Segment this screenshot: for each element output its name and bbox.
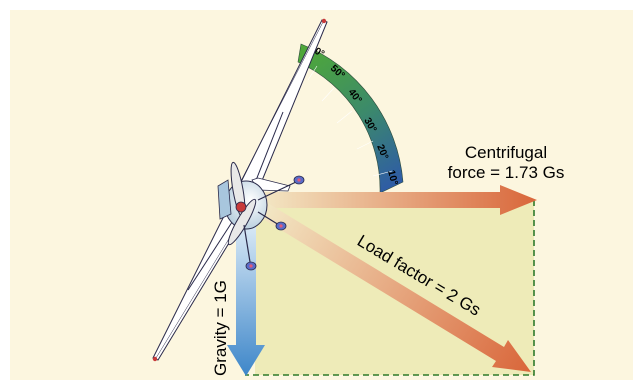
dashed-resultant-box xyxy=(245,200,535,376)
spinner xyxy=(235,201,247,213)
centrifugal-label-line1: Centrifugal xyxy=(465,143,547,162)
load-factor-arrow xyxy=(258,202,531,372)
scale-label-20: 20° xyxy=(374,143,390,161)
left-wingtip-light xyxy=(152,356,158,362)
right-wingtip-light xyxy=(321,18,327,24)
gravity-arrow xyxy=(227,222,265,376)
scale-label-10: 10° xyxy=(385,169,399,186)
airplane xyxy=(152,18,328,362)
centrifugal-label-line2: force = 1.73 Gs xyxy=(448,163,565,182)
gravity-label: Gravity = 1G xyxy=(211,280,230,376)
centrifugal-force-arrow xyxy=(262,185,537,215)
